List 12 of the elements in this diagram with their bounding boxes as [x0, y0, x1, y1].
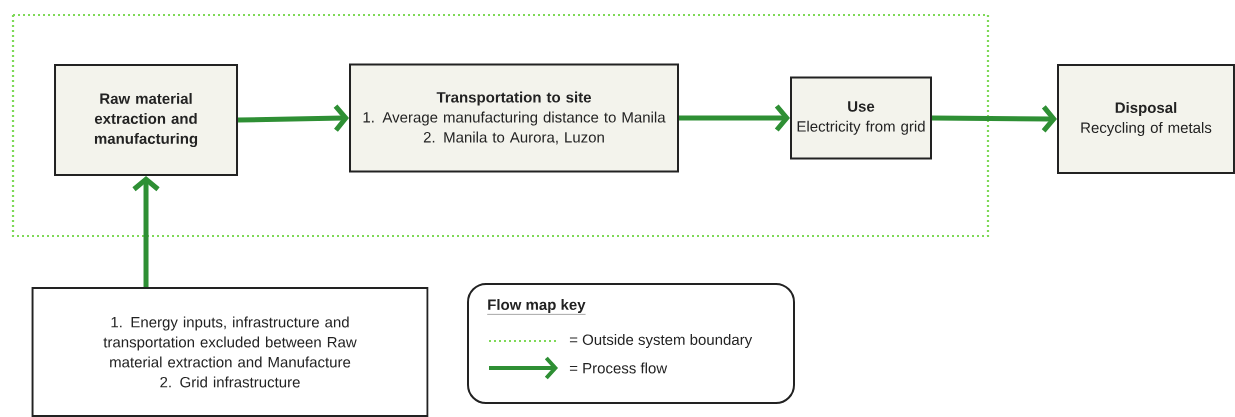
arrow: [679, 104, 790, 132]
legend-text: = Outside system boundary: [569, 334, 753, 348]
process-box: Use Electricity from grid: [790, 76, 932, 160]
note-box: 1. Energy inputs, infrastructure and transportation excluded between Raw material extraction and Manufacture 2. Grid infrastructure: [31, 287, 429, 417]
legend-title: Flow map key: [487, 299, 586, 315]
arrow: [132, 176, 160, 287]
arrow: [237, 104, 349, 132]
arrow: [932, 105, 1057, 133]
process-box: Raw material extraction and manufacturing: [54, 64, 238, 176]
process-box: Disposal Recycling of metals: [1057, 64, 1235, 174]
legend-text: = Process flow: [569, 362, 668, 374]
process-box: Transportation to site 1. Average manufacturing distance to Manila 2. Manila to Aurora, Luzon: [349, 63, 679, 173]
